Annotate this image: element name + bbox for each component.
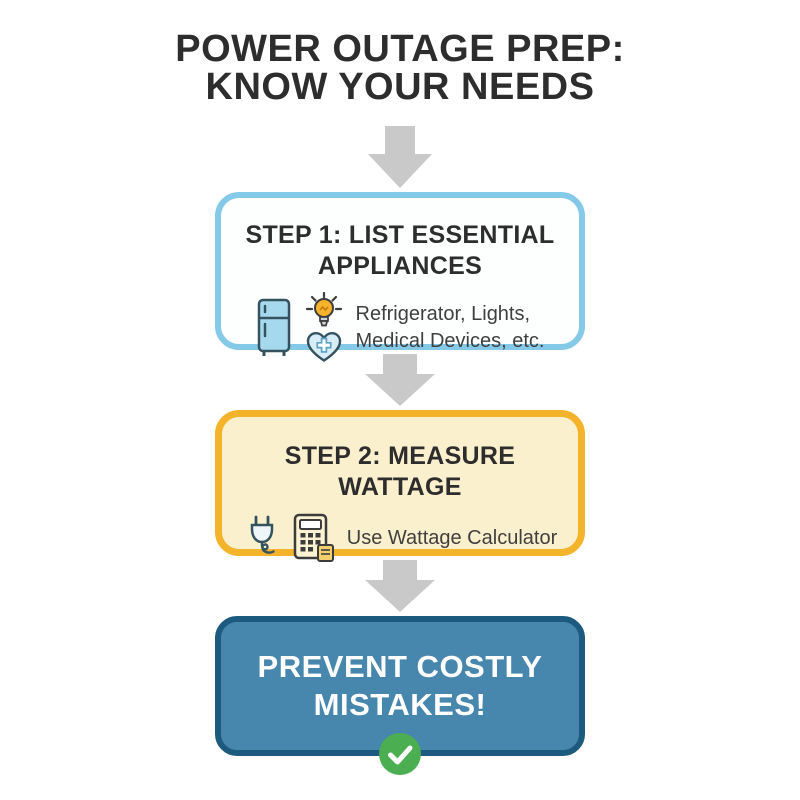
calculator-icon <box>293 513 334 562</box>
step2-card: STEP 2: MEASURE WATTAGE <box>215 410 585 562</box>
step2-heading-line2: WATTAGE <box>338 473 462 501</box>
step1-heading: STEP 1: LIST ESSENTIAL APPLIANCES <box>221 220 579 282</box>
flow-arrow <box>365 560 435 612</box>
page-title-line1: POWER OUTAGE PREP: <box>175 28 625 70</box>
flow-arrow <box>365 354 435 406</box>
step1-heading-line2: APPLIANCES <box>317 252 483 280</box>
power-plug-icon <box>250 515 275 554</box>
step2-content: Use Wattage Calculator <box>222 513 578 563</box>
down-arrow-icon <box>368 126 432 188</box>
lightbulb-icon <box>305 292 342 327</box>
step1-card: STEP 1: LIST ESSENTIAL APPLIANCES <box>215 192 585 362</box>
down-arrow-icon <box>365 560 435 612</box>
page-title: POWER OUTAGE PREP: KNOW YOUR NEEDS <box>175 30 625 106</box>
step2-heading-line1: STEP 2: MEASURE <box>284 442 516 470</box>
refrigerator-icon <box>257 298 290 356</box>
step1-icon-stack <box>304 292 344 364</box>
step2-heading: STEP 2: MEASURE WATTAGE <box>222 441 578 503</box>
result-card: PREVENT COSTLY MISTAKES! <box>215 616 585 775</box>
step1-content: Refrigerator, Lights, Medical Devices, e… <box>221 292 579 364</box>
step1-body-line1: Refrigerator, Lights, <box>355 303 531 325</box>
result-heading: PREVENT COSTLY MISTAKES! <box>221 648 579 724</box>
page-title-line2: KNOW YOUR NEEDS <box>205 66 595 108</box>
result-heading-line2: MISTAKES! <box>313 687 487 722</box>
check-circle-icon <box>379 733 421 775</box>
step2-body: Use Wattage Calculator <box>347 525 557 552</box>
medical-heart-icon <box>306 331 341 362</box>
step1-body: Refrigerator, Lights, Medical Devices, e… <box>356 301 545 355</box>
step1-heading-line1: STEP 1: LIST ESSENTIAL <box>245 221 555 249</box>
flow-arrow <box>368 126 432 188</box>
result-heading-line1: PREVENT COSTLY <box>257 649 543 684</box>
down-arrow-icon <box>365 354 435 406</box>
step2-body-line1: Use Wattage Calculator <box>346 526 558 549</box>
result-check <box>221 732 579 776</box>
step1-body-line2: Medical Devices, etc. <box>355 330 545 352</box>
